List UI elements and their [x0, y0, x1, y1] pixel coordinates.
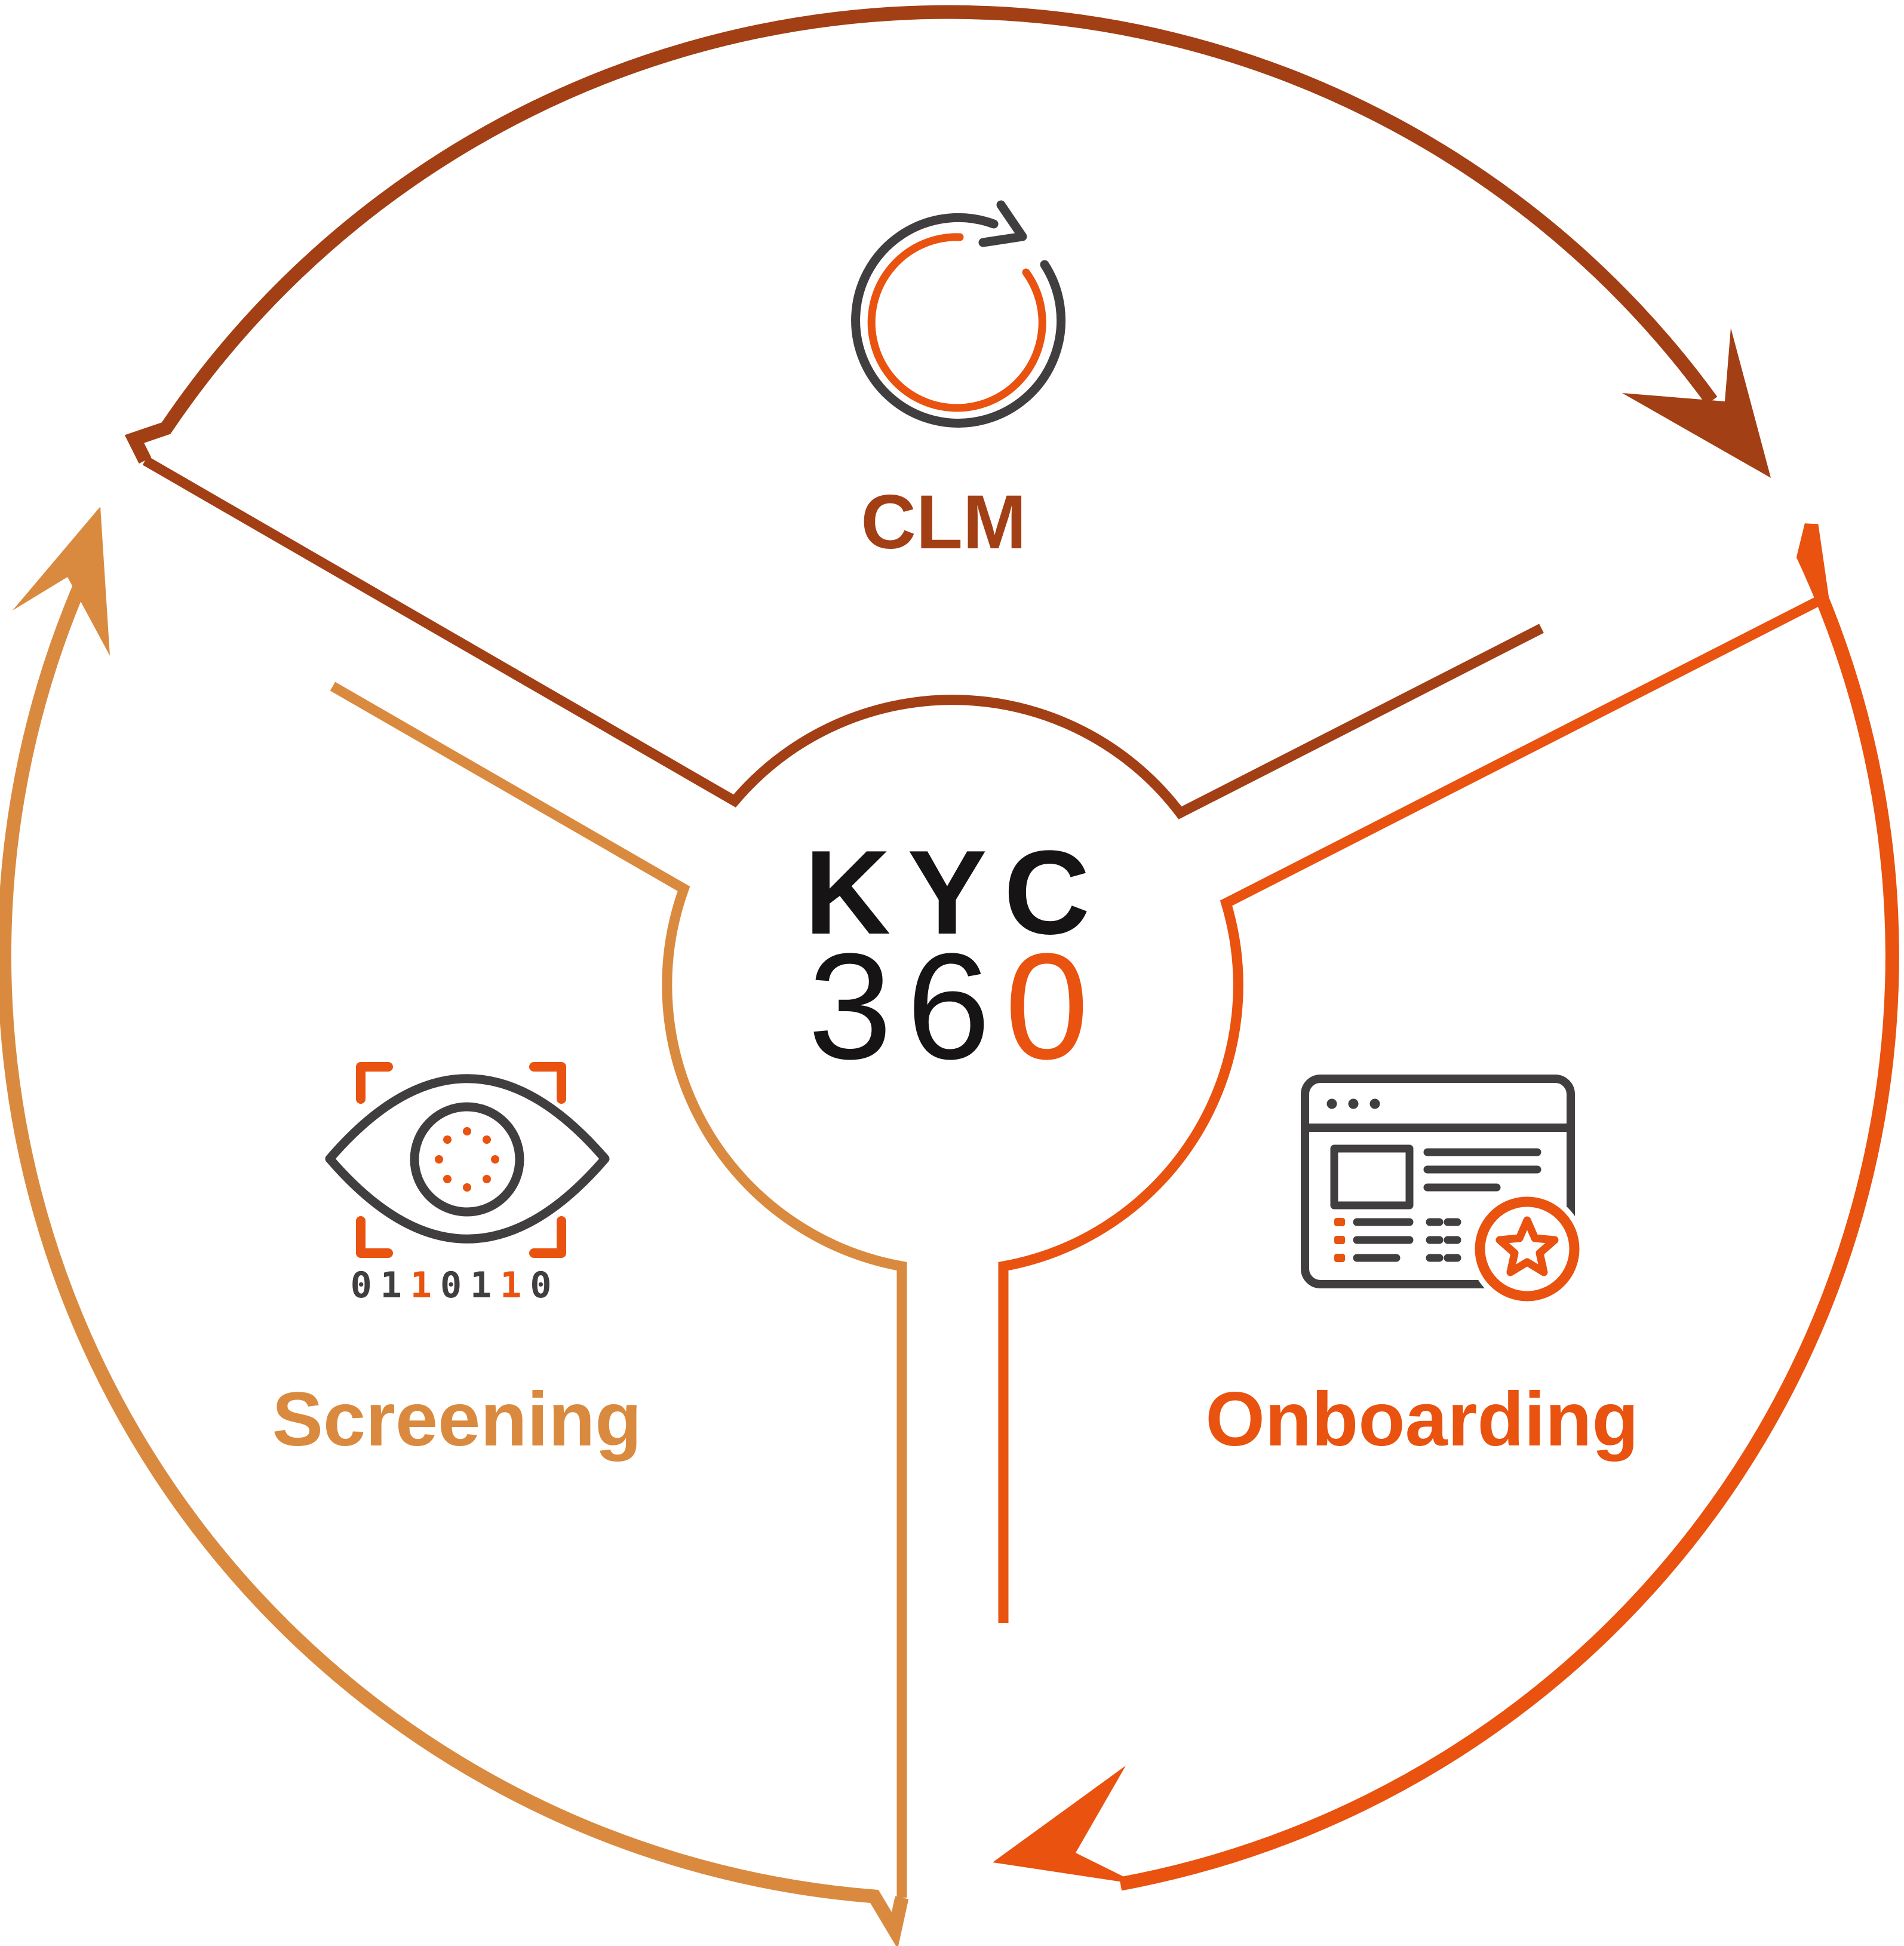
approval-star-badge	[1469, 1191, 1585, 1307]
scan-bracket-bottom-left	[356, 1216, 393, 1258]
browser-bullet-list	[1334, 1218, 1461, 1262]
scan-bracket-top-right	[529, 1062, 566, 1104]
eye-scan-icon: 0110110	[325, 1062, 610, 1306]
clm-outer-arc	[124, 5, 1718, 464]
kyc360-logo: KYC 360	[804, 826, 1107, 1091]
scan-bracket-bottom-right	[529, 1216, 566, 1258]
onboarding-arrowhead-icon	[993, 1766, 1140, 1884]
iris-dots	[435, 1127, 499, 1192]
clm-label: CLM	[861, 480, 1026, 565]
clm-segment	[124, 5, 1771, 819]
screening-binary-code: 0110110	[351, 1264, 560, 1306]
screening-inner-boundary	[330, 682, 907, 1898]
cycle-outer-ring	[851, 213, 1066, 428]
eye-outline	[325, 1074, 610, 1244]
logo-360-text: 360	[808, 922, 1103, 1091]
cycle-inner-ring	[867, 233, 1046, 412]
onboarding-outer-arc	[1119, 523, 1899, 1891]
browser-approval-star-icon	[1301, 1075, 1585, 1307]
browser-image-placeholder	[1330, 1144, 1414, 1210]
star-icon	[1495, 1216, 1559, 1276]
screening-outer-arc	[0, 561, 909, 1946]
logo-0: 0	[1005, 922, 1103, 1091]
onboarding-inner-boundary	[998, 594, 1825, 1623]
eye-iris	[410, 1102, 524, 1217]
browser-text-lines	[1423, 1148, 1541, 1192]
screening-label: Screening	[272, 1377, 642, 1462]
logo-kyc-text: KYC	[804, 826, 1107, 959]
clm-inner-boundary	[142, 456, 1544, 819]
browser-window-dots	[1326, 1098, 1380, 1109]
onboarding-segment	[993, 523, 1899, 1891]
screening-arrowhead-icon	[13, 507, 110, 656]
browser-window	[1301, 1075, 1575, 1288]
scan-bracket-top-left	[356, 1062, 393, 1104]
cycle-arrow-tip	[978, 200, 1027, 247]
onboarding-label: Onboarding	[1205, 1377, 1638, 1462]
cycle-refresh-icon	[851, 200, 1066, 428]
clm-arrowhead-icon	[1622, 328, 1771, 478]
logo-36: 36	[808, 922, 1005, 1091]
screening-segment	[0, 507, 909, 1946]
